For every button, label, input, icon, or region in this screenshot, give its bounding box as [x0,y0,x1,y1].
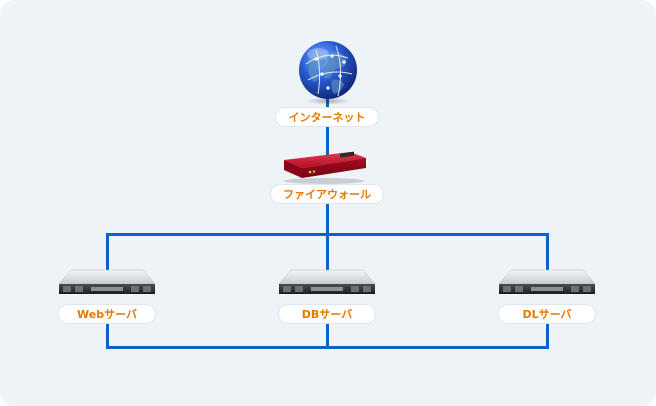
internet-label: インターネット [275,107,379,127]
web-server-icon [58,269,156,294]
connector-db-drop [326,233,329,273]
globe-icon [299,41,357,105]
db-server-icon [278,269,376,294]
connector-db-down [326,322,329,349]
dl-server-label: DLサーバ [498,304,596,324]
db-server-label: DBサーバ [278,304,376,324]
firewall-label: ファイアウォール [270,184,384,204]
connector-internet-firewall [326,98,329,158]
firewall-icon [284,151,366,184]
web-server-label: Webサーバ [58,304,156,324]
connector-dl-drop [546,233,549,273]
connector-bottom-bus [106,346,549,349]
connector-firewall-bus [326,196,329,236]
connector-dl-down [546,322,549,349]
connector-web-drop [106,233,109,273]
connector-web-down [106,322,109,349]
dl-server-icon [498,269,596,294]
